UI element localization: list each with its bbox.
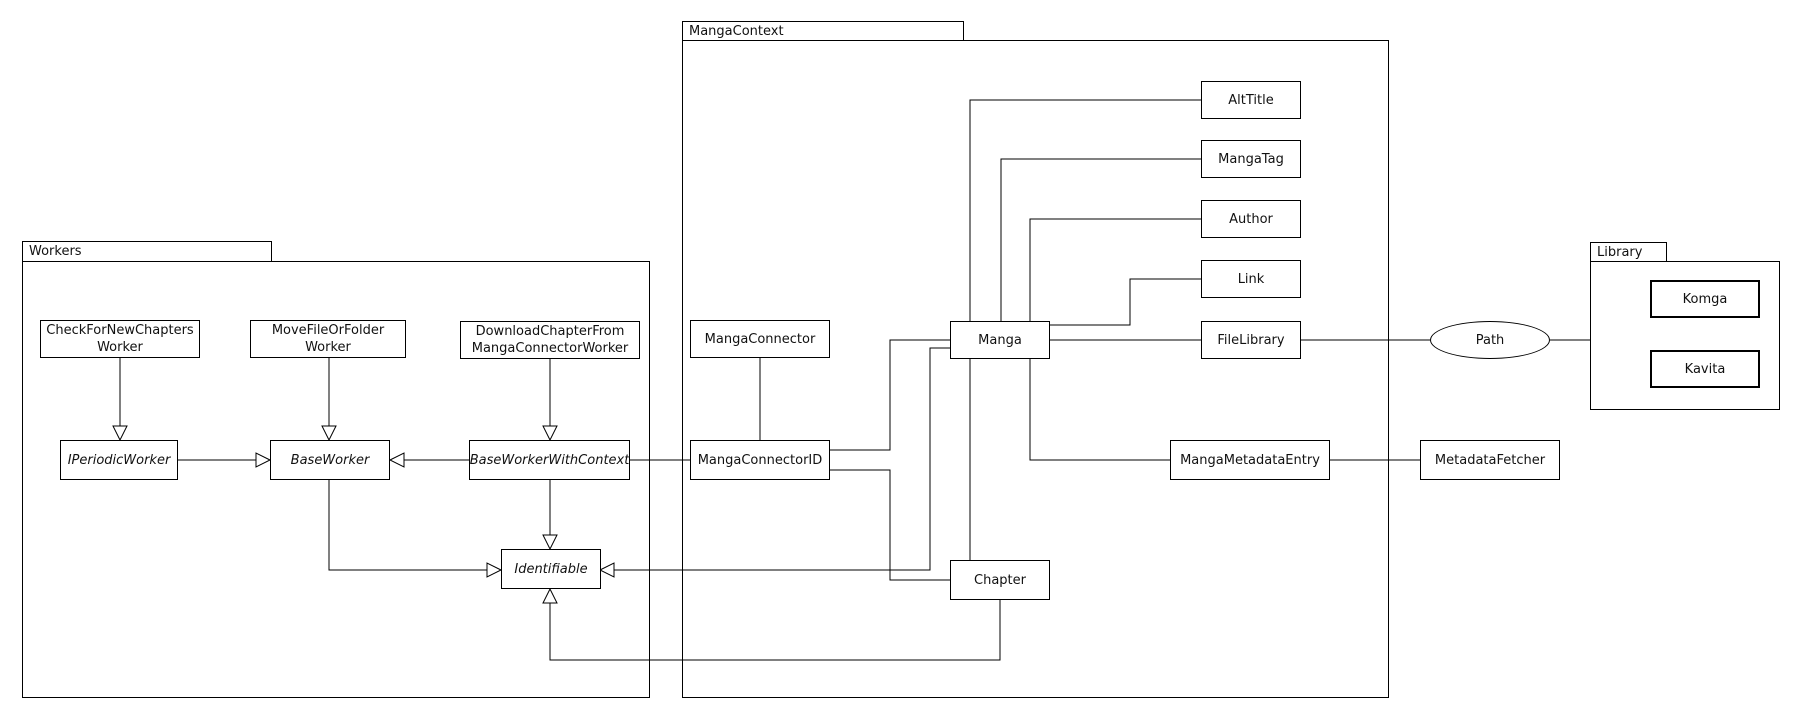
ellipse-path: Path xyxy=(1430,321,1550,359)
class-label-line: Chapter xyxy=(974,572,1026,588)
class-link: Link xyxy=(1201,260,1301,298)
edge-downloadchapterworker-baseworkerwithcontext xyxy=(542,359,558,442)
class-manga-connector: MangaConnector xyxy=(690,320,830,358)
class-label-line: FileLibrary xyxy=(1217,332,1285,348)
class-komga: Komga xyxy=(1650,280,1760,318)
class-manga-metadata-entry: MangaMetadataEntry xyxy=(1170,440,1330,480)
class-manga: Manga xyxy=(950,321,1050,359)
package-label-workers: Workers xyxy=(29,244,82,259)
package-label-library: Library xyxy=(1597,244,1643,260)
package-body-library xyxy=(1590,261,1780,410)
class-iperiodic-worker: IPeriodicWorker xyxy=(60,440,178,480)
class-label-line: MangaMetadataEntry xyxy=(1180,452,1320,468)
class-label-line: MoveFileOrFolder xyxy=(271,323,385,338)
package-label-mangacontext: MangaContext xyxy=(689,23,784,39)
class-base-worker: BaseWorker xyxy=(270,440,390,480)
class-file-library: FileLibrary xyxy=(1201,321,1301,359)
class-label-line: MangaConnectorWorker xyxy=(471,341,629,356)
class-download-chapter-from-manga-connector-worker: DownloadChapterFrom MangaConnectorWorker xyxy=(460,321,640,359)
package-tab-library: Library xyxy=(1590,242,1667,262)
class-label-line: AltTitle xyxy=(1228,92,1274,108)
class-label-line: MangaConnectorID xyxy=(697,452,823,468)
edge-movefileorfolderworker-baseworker xyxy=(321,358,337,442)
edge-baseworkerwithcontext-identifiable xyxy=(542,480,558,551)
edge-baseworker-identifiable xyxy=(328,480,503,578)
class-manga-connector-id: MangaConnectorID xyxy=(690,440,830,480)
edge-baseworkerwithcontext-baseworker xyxy=(388,452,469,468)
class-label-line: MangaConnector xyxy=(704,331,816,347)
class-label-line: Author xyxy=(1229,211,1273,227)
class-label-line: BaseWorkerWithContext xyxy=(469,452,630,468)
edge-mangaconnectorid-manga xyxy=(830,339,950,451)
edge-chapter-identifiable xyxy=(542,587,1001,661)
edge-manga-link xyxy=(1050,278,1201,326)
class-label-line: Worker xyxy=(305,340,351,355)
class-identifiable: Identifiable xyxy=(501,549,601,589)
class-base-worker-with-context: BaseWorkerWithContext xyxy=(469,440,630,480)
class-label-line: DownloadChapterFrom xyxy=(475,324,625,339)
package-tab-mangacontext: MangaContext xyxy=(682,21,964,41)
class-label-line: BaseWorker xyxy=(290,452,370,468)
class-label-line: CheckForNewChapters xyxy=(46,323,194,338)
class-move-file-or-folder-worker: MoveFileOrFolder Worker xyxy=(250,320,406,358)
class-check-for-new-chapters-worker: CheckForNewChapters Worker xyxy=(40,320,200,358)
edge-checkfornewchaptersworker-iperiodicworker xyxy=(112,358,128,442)
class-label-line: Link xyxy=(1237,271,1265,287)
class-author: Author xyxy=(1201,200,1301,238)
edge-manga-identifiable xyxy=(598,347,950,578)
class-label-line: MetadataFetcher xyxy=(1434,452,1546,468)
edge-iperiodicworker-baseworker xyxy=(178,452,272,468)
class-label-line: MangaTag xyxy=(1218,151,1284,167)
edge-manga-author xyxy=(1029,218,1201,321)
class-label-line: Identifiable xyxy=(514,561,588,577)
class-label-line: Komga xyxy=(1682,291,1728,307)
class-label-line: Path xyxy=(1475,332,1505,348)
edge-manga-alttitle xyxy=(969,99,1201,321)
edge-manga-mangatag xyxy=(1000,158,1201,321)
class-label-line: IPeriodicWorker xyxy=(67,452,171,468)
package-tab-workers: Workers xyxy=(22,241,272,262)
class-label-line: Kavita xyxy=(1684,361,1726,377)
class-label-line: Worker xyxy=(97,340,143,355)
package-body-mangacontext xyxy=(682,40,1389,698)
class-manga-tag: MangaTag xyxy=(1201,140,1301,178)
class-metadata-fetcher: MetadataFetcher xyxy=(1420,440,1560,480)
edge-mangaconnectorid-chapter xyxy=(830,469,950,581)
class-alt-title: AltTitle xyxy=(1201,81,1301,119)
class-chapter: Chapter xyxy=(950,560,1050,600)
class-kavita: Kavita xyxy=(1650,350,1760,388)
package-body-workers xyxy=(22,261,650,698)
class-label-line: Manga xyxy=(978,332,1022,348)
edge-manga-mangametadataentry xyxy=(1029,359,1170,461)
